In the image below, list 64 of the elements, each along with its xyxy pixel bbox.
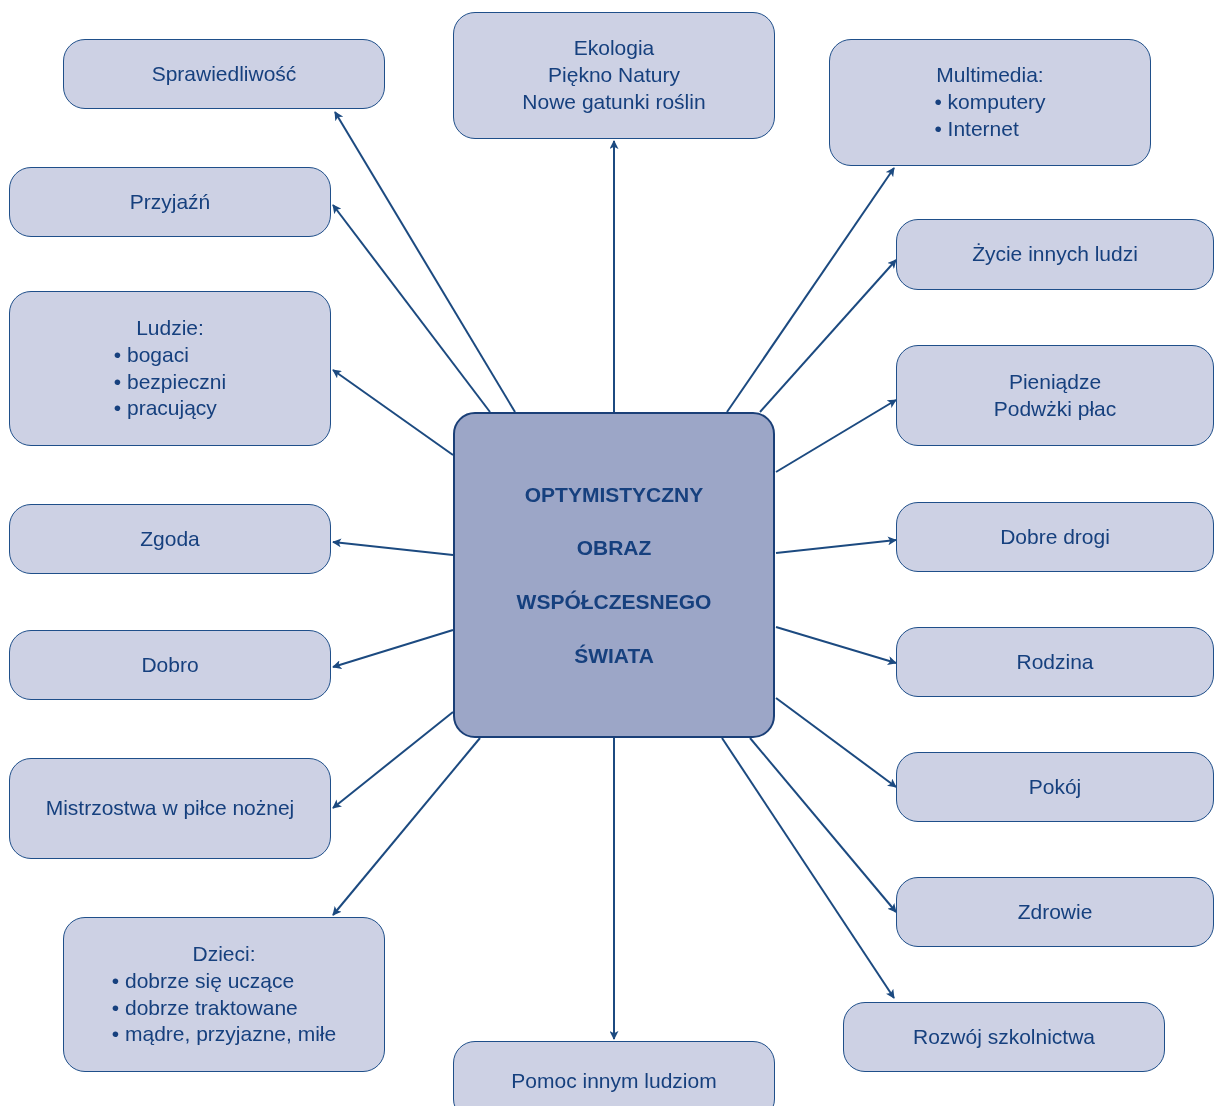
topic-box bbox=[896, 502, 1214, 572]
list-item: • dobrze traktowane bbox=[111, 994, 298, 1021]
topic-box bbox=[896, 345, 1214, 446]
topic-box bbox=[9, 758, 331, 859]
arrow bbox=[775, 399, 897, 473]
topic-box bbox=[896, 877, 1214, 947]
arrow bbox=[332, 538, 454, 556]
topic-text: Dobre drogi bbox=[1000, 523, 1110, 550]
topic-box bbox=[829, 39, 1151, 166]
central-topic-text: OPTYMISTYCZNY OBRAZ WSPÓŁCZESNEGO ŚWIATA bbox=[515, 481, 713, 669]
topic-box bbox=[63, 39, 385, 109]
central-topic-box bbox=[453, 412, 775, 738]
topic-text: Rozwój szkolnictwa bbox=[912, 1023, 1096, 1050]
arrow bbox=[759, 259, 897, 413]
topic-text: Nowe gatunki roślin bbox=[522, 88, 706, 115]
arrow bbox=[726, 167, 895, 413]
arrow bbox=[775, 536, 897, 554]
topic-box bbox=[896, 627, 1214, 697]
topic-text: Dzieci: bbox=[192, 940, 256, 967]
topic-text: Rodzina bbox=[1016, 648, 1094, 675]
topic-box bbox=[9, 167, 331, 237]
arrow bbox=[749, 737, 897, 913]
topic-box bbox=[9, 504, 331, 574]
topic-text: Pokój bbox=[1028, 773, 1082, 800]
list-item: • pracujący bbox=[113, 395, 217, 422]
arrow bbox=[332, 737, 481, 916]
arrow bbox=[609, 140, 619, 413]
arrow bbox=[334, 111, 516, 413]
topic-text: Multimedia: bbox=[936, 62, 1044, 89]
topic-box bbox=[896, 219, 1214, 290]
list-item: • mądre, przyjazne, miłe bbox=[111, 1021, 337, 1048]
topic-text: Piękno Natury bbox=[548, 62, 680, 89]
topic-text: Ekologia bbox=[573, 35, 655, 62]
topic-text: Dobro bbox=[141, 651, 199, 678]
topic-text: Życie innych ludzi bbox=[972, 241, 1138, 268]
topic-text: Ludzie: bbox=[136, 314, 204, 341]
arrow bbox=[332, 204, 491, 413]
topic-box bbox=[896, 752, 1214, 822]
list-item: • Internet bbox=[934, 115, 1019, 142]
arrow bbox=[332, 369, 454, 456]
topic-box bbox=[453, 12, 775, 139]
topic-box bbox=[9, 630, 331, 700]
topic-text: Pomoc innym ludziom bbox=[511, 1067, 717, 1094]
topic-text: Sprawiedliwość bbox=[151, 60, 297, 87]
list-item: • komputery bbox=[934, 89, 1046, 116]
list-item: • dobrze się uczące bbox=[111, 967, 295, 994]
topic-text: Podwżki płac bbox=[993, 395, 1117, 422]
topic-box bbox=[843, 1002, 1165, 1072]
arrow bbox=[332, 711, 454, 809]
arrow bbox=[775, 697, 897, 788]
topic-text: Zgoda bbox=[140, 525, 200, 552]
topic-text: Zdrowie bbox=[1017, 898, 1093, 925]
topic-box bbox=[63, 917, 385, 1072]
arrow bbox=[332, 629, 454, 669]
list-item: • bogaci bbox=[113, 341, 189, 368]
topic-text: Mistrzostwa w piłce nożnej bbox=[45, 795, 295, 822]
arrow bbox=[721, 737, 895, 999]
topic-text: Pieniądze bbox=[1008, 368, 1102, 395]
topic-box bbox=[9, 291, 331, 446]
topic-box bbox=[453, 1041, 775, 1106]
list-item: • bezpieczni bbox=[113, 368, 227, 395]
topic-text: Przyjaźń bbox=[129, 188, 211, 215]
arrow bbox=[775, 626, 897, 665]
arrow bbox=[609, 737, 619, 1040]
